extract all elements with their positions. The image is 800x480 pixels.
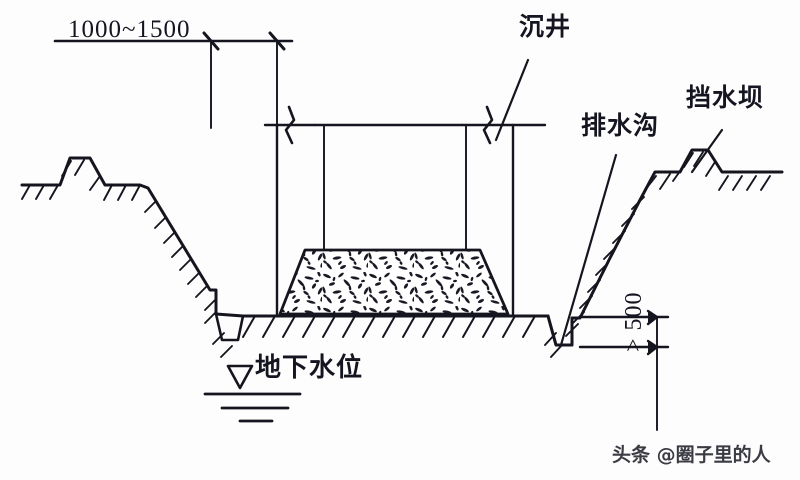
gravel-fill-mound bbox=[278, 248, 510, 316]
dimension-label-top: 1000~1500 bbox=[68, 16, 191, 43]
annotation-label-caisson: 沉井 bbox=[519, 12, 572, 41]
annotation-label-drainage-ditch: 排水沟 bbox=[581, 111, 660, 140]
ground-surface-right bbox=[544, 148, 784, 358]
ditch-left bbox=[214, 312, 245, 342]
leader-line-caisson bbox=[494, 58, 530, 142]
water-table-icon bbox=[203, 364, 302, 423]
ditch-right bbox=[546, 314, 574, 347]
pit-bottom-ground bbox=[241, 314, 550, 338]
dimension-line-top bbox=[53, 31, 294, 129]
dimension-label-bottom-right: > 500 bbox=[621, 291, 647, 352]
watermark: 头条 @圈子里的人 bbox=[612, 444, 771, 466]
break-mark-right-icon bbox=[482, 105, 494, 145]
annotation-label-retaining-dam: 挡水坝 bbox=[686, 83, 765, 112]
ground-surface-left bbox=[20, 156, 245, 358]
break-mark-left-icon bbox=[284, 105, 296, 145]
annotation-label-groundwater-level: 地下水位 bbox=[255, 353, 364, 383]
leader-line-dam bbox=[690, 128, 724, 174]
leader-line-ditch bbox=[559, 153, 618, 347]
dimension-line-bottom-right bbox=[578, 309, 670, 431]
